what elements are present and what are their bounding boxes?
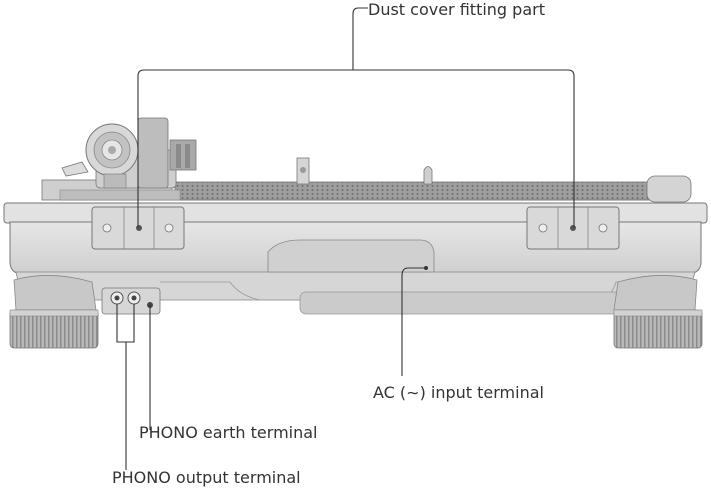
phono-terminals (101, 287, 161, 315)
label-ac-input-terminal: AC (∼) input terminal (373, 383, 544, 402)
label-dust-cover-fitting-part: Dust cover fitting part (368, 0, 545, 19)
label-phono-earth-terminal: PHONO earth terminal (139, 423, 318, 442)
tonearm (85, 117, 197, 189)
dust-cover-hinge-right (526, 206, 620, 250)
leader-lines (116, 7, 575, 470)
foot-right (613, 275, 703, 349)
spindle (296, 157, 433, 185)
foot-left (9, 275, 99, 349)
label-phono-output-terminal: PHONO output terminal (112, 468, 301, 487)
rear-right-knob (646, 175, 692, 203)
